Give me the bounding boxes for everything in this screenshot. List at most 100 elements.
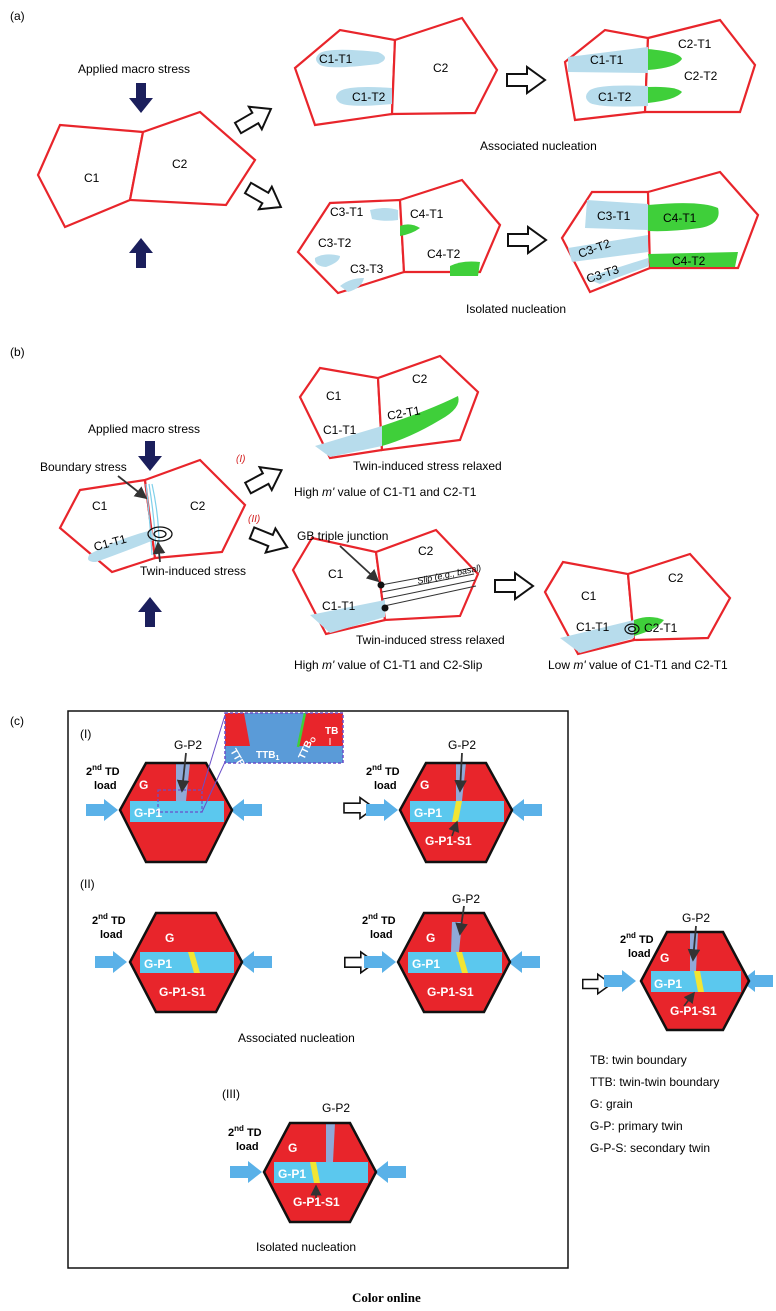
legend-item: G-P-S: secondary twin — [590, 1141, 710, 1155]
gp2-label: G-P2 — [452, 892, 480, 906]
g-label: G — [139, 778, 148, 792]
flow-arrow-icon — [240, 457, 289, 501]
twin-c4-t1 — [648, 203, 719, 232]
gp1s1-label: G-P1-S1 — [427, 985, 474, 999]
hex-outline — [398, 761, 514, 864]
twin-c3-t2 — [314, 254, 340, 267]
td-load-label: 2nd TD — [86, 763, 120, 778]
twin-c1-t2 — [336, 87, 392, 106]
inset-connector — [201, 714, 226, 791]
twin-c1-t1 — [568, 47, 648, 73]
row-3-label: (III) — [222, 1087, 240, 1101]
c4t2-label: C4-T2 — [427, 247, 461, 261]
hex-outline — [639, 930, 751, 1032]
twin-stress-pointer — [152, 541, 166, 563]
flow-arrow-icon — [494, 572, 534, 600]
c3t1-label: C3-T1 — [330, 205, 364, 219]
load-arrow-right-icon — [230, 1161, 262, 1183]
c1t1-label: C1-T1 — [323, 423, 357, 437]
panel-a-isolated-stage1: C3-T1 C4-T1 C3-T2 C4-T2 C3-T3 — [296, 178, 502, 295]
hex-row2-left: 2nd TD load G G-P1 G-P1-S1 — [92, 911, 272, 1014]
g-label: G — [660, 951, 669, 965]
twin-c2-t1 — [382, 396, 459, 446]
boundary-stress-label: Boundary stress — [40, 460, 127, 474]
gp1-label: G-P1 — [414, 806, 442, 820]
gp2-pointer — [454, 752, 467, 793]
gp1-label: G-P1 — [144, 957, 172, 971]
triple-junction-dot — [381, 604, 389, 612]
c2-label: C2 — [433, 61, 449, 75]
twin-c3-t3 — [340, 278, 364, 292]
c2-label: C2 — [172, 157, 188, 171]
associated-nucleation-label: Associated nucleation — [480, 139, 597, 153]
twin-secondary — [452, 801, 462, 822]
twin-secondary — [456, 952, 468, 973]
twin-secondary — [694, 971, 704, 992]
load-arrow-left-icon — [510, 799, 542, 821]
c2t1-label: C2-T1 — [644, 621, 678, 635]
c1-label: C1 — [326, 389, 342, 403]
td-load-label: load — [100, 929, 123, 941]
c2t1-label: C2-T1 — [678, 37, 712, 51]
twin-c3-t1 — [585, 200, 648, 230]
gp1s1-label: G-P1-S1 — [293, 1195, 340, 1209]
load-arrow-right-icon — [95, 951, 127, 973]
inset-connector — [201, 761, 226, 813]
stress-arrow-down-icon — [129, 83, 153, 113]
twin-c1-t1 — [315, 426, 382, 457]
gp1-label: G-P1 — [134, 806, 162, 820]
twin-c1-t1 — [316, 49, 385, 68]
twin-gp1-band — [274, 1162, 368, 1183]
row-1-label: (I) — [80, 727, 91, 741]
twin-c1-t1 — [560, 620, 634, 653]
gp2-label: G-P2 — [174, 738, 202, 752]
high-m-slip-label: High m' value of C1-T1 and C2-Slip — [294, 658, 483, 672]
relaxed-label: Twin-induced stress relaxed — [356, 633, 505, 647]
c4t1-label: C4-T1 — [663, 211, 697, 225]
boundary-stress-pointer — [117, 475, 148, 500]
twin-gp1-band — [140, 952, 234, 973]
relaxed-label: Twin-induced stress relaxed — [353, 459, 502, 473]
panel-a-assoc-stage2: C1-T1 C2-T1 C2-T2 C1-T2 — [563, 18, 757, 122]
color-online-label: Color online — [352, 1290, 421, 1305]
load-arrow-right-icon — [604, 970, 636, 992]
td-load-label: 2nd TD — [620, 931, 654, 946]
twin-c1-t1 — [310, 600, 385, 633]
g-label: G — [288, 1141, 297, 1155]
twin-c4-t2 — [450, 261, 480, 276]
grain-c2 — [390, 16, 499, 116]
hex-row3: 2nd TD load G G-P1 G-P1-S1 G-P2 — [228, 1101, 406, 1224]
inset-gp2 — [244, 713, 304, 746]
c1-label: C1 — [581, 589, 597, 603]
gp2-label: G-P2 — [448, 738, 476, 752]
td-load-label: 2nd TD — [362, 912, 396, 927]
td-load-label: load — [94, 780, 117, 792]
gp1s1-label: G-P1-S1 — [425, 834, 472, 848]
legend-item: G: grain — [590, 1097, 633, 1111]
panel-a-tag: (a) — [10, 9, 25, 23]
twin-c2-t2 — [648, 86, 682, 103]
gp1s1-label: G-P1-S1 — [159, 985, 206, 999]
c2t1-label: C2-T1 — [386, 403, 422, 423]
gp2-pointer — [176, 752, 190, 793]
g-label: G — [165, 931, 174, 945]
inset-gp1 — [225, 746, 343, 763]
hex-row1-right: 2nd TD load G G-P1 G-P1-S1 G-P2 — [366, 738, 542, 864]
twin-gp1-band — [408, 952, 502, 973]
gp1-label: G-P1 — [278, 1167, 306, 1181]
gp2-pointer — [455, 905, 468, 936]
low-m-label: Low m' value of C1-T1 and C2-T1 — [548, 658, 728, 672]
load-arrow-left-icon — [508, 951, 540, 973]
twin-c2-t1 — [648, 49, 682, 70]
grain-c1 — [563, 28, 650, 122]
td-load-label: load — [370, 929, 393, 941]
flow-arrow-icon — [507, 226, 547, 254]
panel-b-source: Applied macro stress Boundary stress C1 … — [40, 422, 247, 627]
hex-result: 2nd TD load G G-P1 G-P1-S1 G-P2 — [604, 911, 773, 1032]
tb-label: TB — [325, 726, 338, 737]
twin-stress-ring — [627, 625, 637, 633]
flow-arrow-icon — [506, 66, 546, 94]
c-isolated-label: Isolated nucleation — [256, 1240, 356, 1254]
c1-label: C1 — [92, 499, 108, 513]
